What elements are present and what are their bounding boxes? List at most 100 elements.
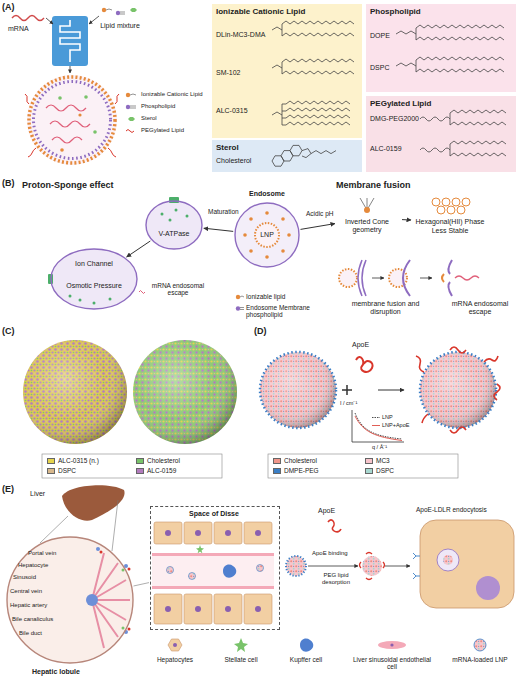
hepatic-lobule-art <box>100 551 103 554</box>
e-legend-icons <box>234 638 248 652</box>
panel-letter: (A) <box>2 2 15 12</box>
b-legend-icons <box>236 295 240 299</box>
legend-text: MC3 <box>376 457 390 464</box>
node-text: Portal vein <box>28 550 56 557</box>
hepatic-lobule-art <box>122 627 125 630</box>
b-legend-icons <box>236 295 244 311</box>
membrane-fusion-sequence <box>339 260 479 296</box>
d-apoe-binding <box>416 347 500 433</box>
membrane-fusion-sequence <box>448 260 452 296</box>
space-of-disse-art <box>225 530 231 536</box>
lipid-class-box: SterolCholesterol <box>212 140 362 172</box>
lipid-structures <box>282 21 354 24</box>
space-of-disse-art <box>165 530 171 536</box>
node-text: Space of Disse <box>151 510 277 518</box>
apoe-ldlr-uptake-art <box>385 566 410 567</box>
membrane-fusion-sequence <box>455 276 479 280</box>
e-legend-icons <box>390 643 393 646</box>
legend-text: DSPC <box>376 467 394 474</box>
legend-text: Stellate cell <box>212 656 270 663</box>
lipid-structures <box>286 115 350 118</box>
c-md-spheres <box>42 454 222 478</box>
b-legend-icons <box>236 306 240 310</box>
legend-text: PEGylated Lipid <box>141 127 184 134</box>
space-of-disse-art <box>255 530 261 536</box>
hepatic-lobule-art <box>128 568 131 571</box>
lipid-structures <box>416 37 504 40</box>
annotation-label: ApoE binding <box>312 550 348 557</box>
lipid-structures <box>286 108 350 111</box>
space-of-disse-art <box>257 565 264 572</box>
cone-and-hexagonal-icons <box>452 198 460 206</box>
node-text: SM-102 <box>216 69 241 77</box>
node-outline <box>7 537 133 663</box>
microfluidic-cartridge <box>46 16 99 73</box>
lipid-structures <box>302 149 311 158</box>
lipid-mixture-icons <box>116 11 120 15</box>
legend-text: Cholesterol <box>284 457 317 464</box>
mrna-strand <box>12 16 44 21</box>
lipid-mixture-icons <box>102 8 137 15</box>
panel-letter: (E) <box>2 484 14 494</box>
endosome-art <box>243 233 247 237</box>
node-outline <box>6 536 134 664</box>
microfluidic-cartridge <box>52 16 88 66</box>
hepatic-lobule: Portal veinHepatocyteSinusoidCentral vei… <box>6 536 134 680</box>
legend-text: Hepatocytes <box>146 656 204 663</box>
legend-text: Phospholipid <box>141 103 175 110</box>
microfluidic-cartridge <box>60 20 80 62</box>
proton-sponge-art <box>186 215 189 218</box>
lnp-particle <box>60 148 64 152</box>
endosome-art <box>249 217 253 221</box>
lipid-mixture-icons <box>106 9 112 10</box>
cone-geometry: Inverted Cone geometry <box>336 196 401 240</box>
d-apoe-binding <box>356 357 373 372</box>
lipid-mixture-icons <box>130 8 137 12</box>
e-legend-icons <box>378 641 406 649</box>
space-of-disse-art <box>167 567 174 574</box>
microfluidic-cartridge <box>89 16 99 24</box>
space-of-disse-art <box>195 606 201 612</box>
lipid-structures <box>416 57 504 60</box>
d-apoe-binding <box>372 417 380 418</box>
node-text: DSPC <box>370 64 389 72</box>
node-text: LNP <box>232 231 302 239</box>
lipid-class-box: Ionizable Cationic LipidDLin-MC3-DMASM-1… <box>212 4 362 138</box>
lipid-box-fills <box>212 4 516 172</box>
node-text: DOPE <box>370 32 390 40</box>
endosome-art <box>281 217 285 221</box>
lnp-particle <box>46 105 90 143</box>
c-md-spheres <box>133 340 237 444</box>
c-md-spheres <box>133 340 237 444</box>
c-md-spheres <box>23 340 237 478</box>
space-of-disse-art <box>214 594 242 624</box>
a-legend-icons <box>130 94 136 95</box>
connector <box>402 219 411 220</box>
annotation-label: Membrane fusion <box>336 180 411 190</box>
annotation-label: ApoE <box>318 507 335 515</box>
hepatic-lobule-art <box>128 628 131 631</box>
annotation-label: membrane fusion and disruption <box>338 300 433 316</box>
d-apoe-binding <box>342 385 352 395</box>
lipid-structures <box>272 24 282 36</box>
node-text: Hepatic artery <box>10 602 47 609</box>
annotation-label: mRNA endosomal escape <box>445 300 515 316</box>
space-of-disse-art <box>152 553 274 556</box>
annotation-label: Lipid mixture <box>100 22 140 30</box>
proton-sponge-art <box>51 249 137 309</box>
d-apoe-binding <box>260 352 336 428</box>
hepatic-lobule-art <box>86 594 98 606</box>
membrane-fusion-sequence <box>372 278 384 279</box>
c-md-spheres <box>23 340 127 444</box>
legend-text: mRNA-loaded LNP <box>446 656 514 663</box>
lipid-structures <box>450 110 506 113</box>
connector <box>134 583 150 586</box>
node-text: Hepatocyte <box>18 562 48 569</box>
cone-and-hexagonal-icons <box>457 206 465 214</box>
space-of-disse-art <box>152 522 274 624</box>
d-apoe-binding <box>268 454 458 478</box>
proton-sponge-art <box>79 299 82 302</box>
space-of-disse-art <box>195 530 201 536</box>
b-legend-icons <box>240 296 244 297</box>
proton-sponge-art <box>169 219 172 222</box>
